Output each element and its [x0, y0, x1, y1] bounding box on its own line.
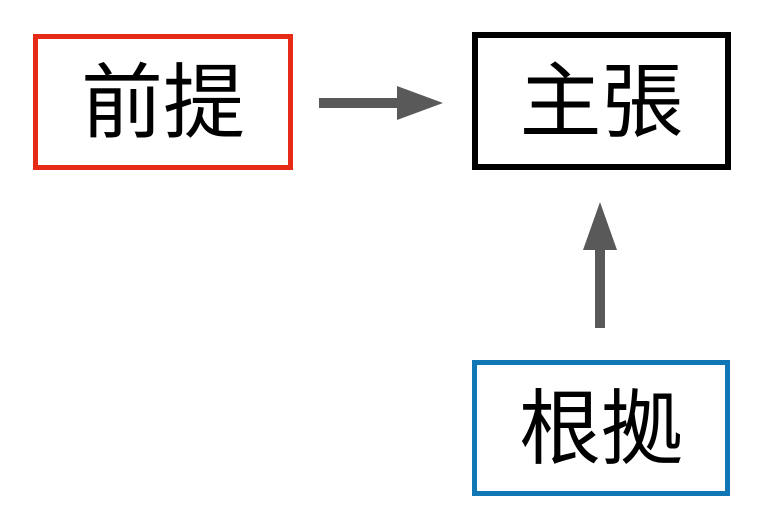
arrow-evidence-to-claim-icon	[583, 202, 617, 328]
evidence-label: 根拠	[518, 384, 683, 475]
node-evidence: 根拠	[472, 360, 730, 496]
claim-label: 主張	[519, 57, 684, 148]
arrow-premise-to-claim-icon	[319, 86, 443, 120]
arrow-shaft	[319, 98, 403, 108]
node-premise: 前提	[33, 34, 293, 170]
node-claim: 主張	[472, 32, 731, 170]
arrow-head	[397, 86, 443, 120]
arrow-shaft	[595, 248, 605, 328]
premise-label: 前提	[80, 58, 245, 149]
arrow-head	[583, 202, 617, 250]
